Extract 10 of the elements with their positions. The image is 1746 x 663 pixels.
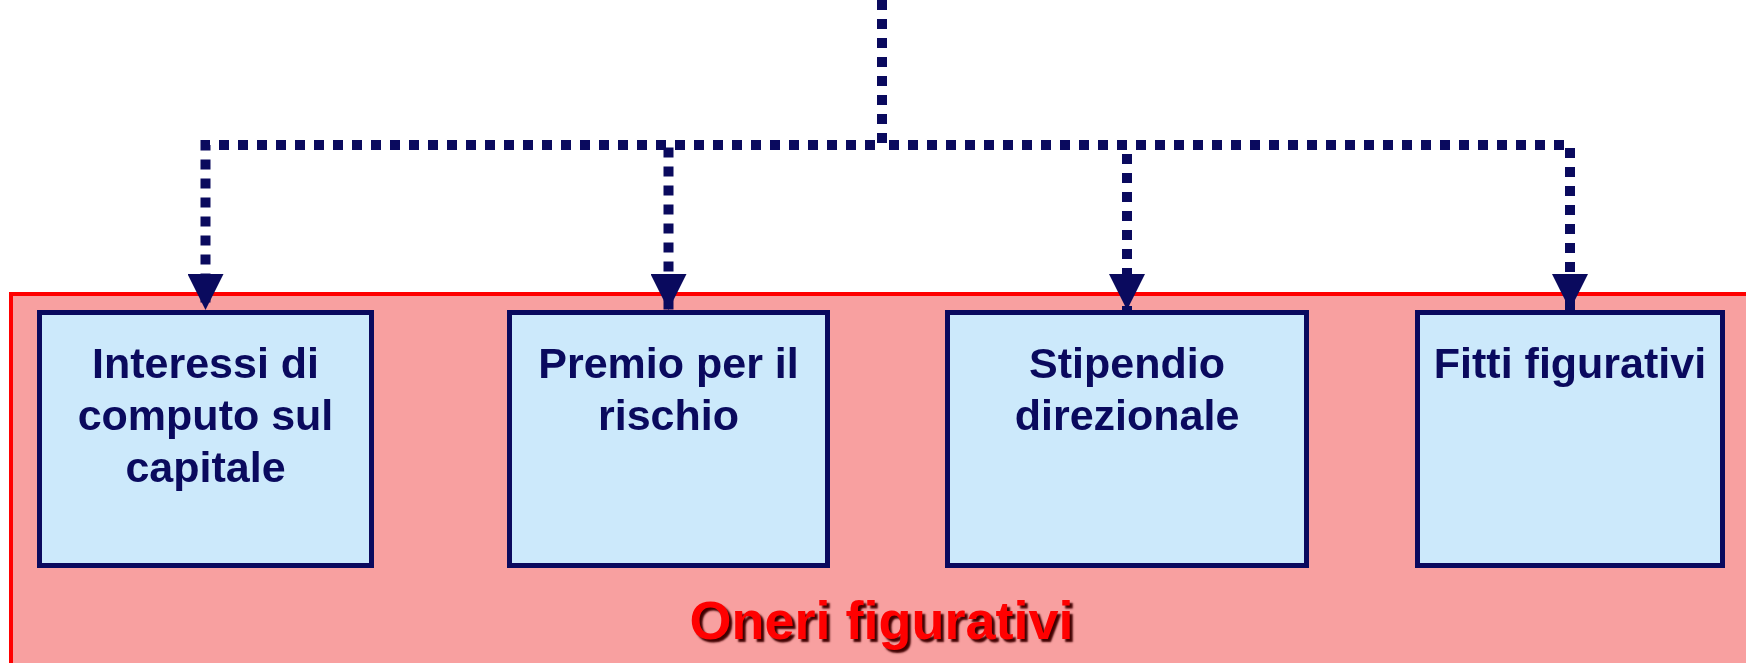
group-title: Oneri figurativi: [688, 589, 1075, 651]
category-label: Interessi di computo sul capitale: [76, 338, 335, 493]
category-label: Fitti figurativi: [1433, 338, 1707, 389]
category-label: Premio per il rischio: [537, 338, 800, 441]
category-box: [37, 310, 374, 568]
category-box: [945, 310, 1309, 568]
category-box: [507, 310, 830, 568]
category-box: [1415, 310, 1725, 568]
category-label: Stipendio direzionale: [1013, 338, 1241, 441]
group-panel: [9, 292, 1746, 663]
